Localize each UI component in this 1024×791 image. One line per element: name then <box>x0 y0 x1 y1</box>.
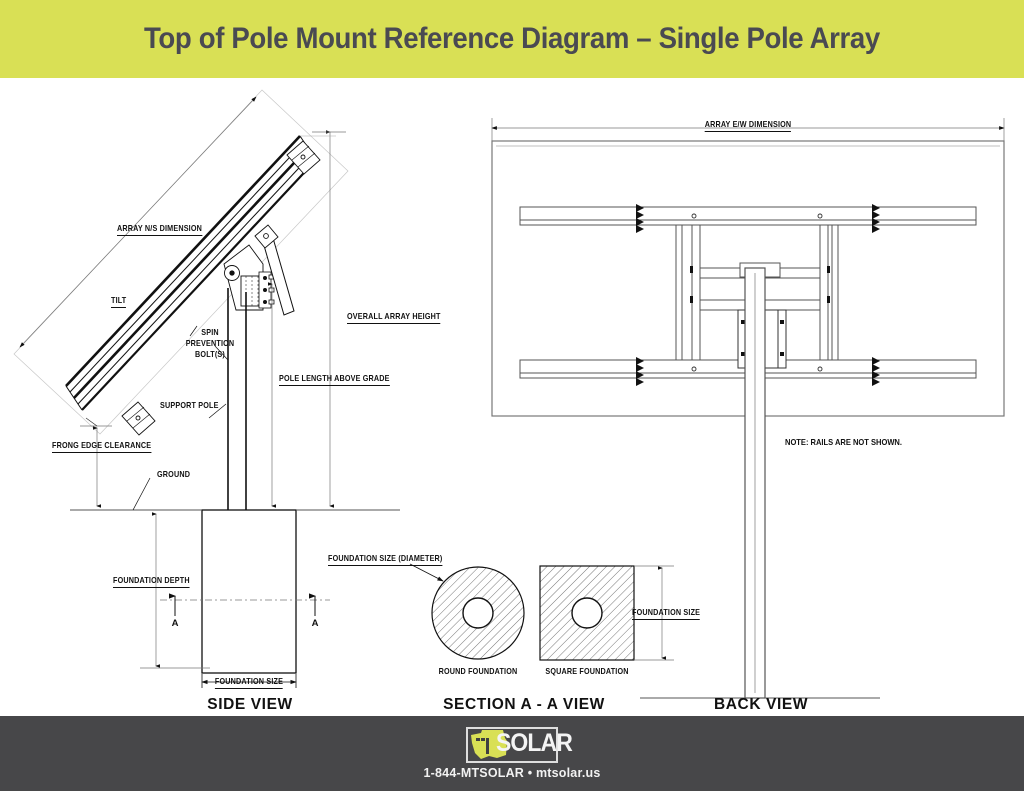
label-front-edge-clearance: FRONG EDGE CLEARANCE <box>52 441 152 453</box>
technical-drawing <box>13 89 1005 699</box>
montana-state-outline-icon <box>471 730 507 759</box>
logo-frame <box>466 727 558 763</box>
page-header: Top of Pole Mount Reference Diagram – Si… <box>0 0 1024 78</box>
view-label-side: SIDE VIEW <box>207 696 293 713</box>
logo-wordmark: SOLAR <box>496 729 573 757</box>
label-foundation-size-diameter: FOUNDATION SIZE (DIAMETER) <box>328 554 443 566</box>
label-spin-prevention-line2: PREVENTION <box>185 339 235 348</box>
label-overall-array-height: OVERALL ARRAY HEIGHT <box>347 312 441 324</box>
label-array-ns-dimension: ARRAY N/S DIMENSION <box>117 224 203 236</box>
back-view-group <box>491 118 1005 699</box>
footer-contact: 1-844-MTSOLAR • mtsolar.us <box>423 766 601 780</box>
drawing-canvas: ARRAY N/S DIMENSION TILT SPIN PREVENTION… <box>0 78 1024 716</box>
label-square-foundation: SQUARE FOUNDATION <box>545 667 629 676</box>
label-tilt: TILT <box>111 296 127 308</box>
clamp-stack <box>872 357 880 386</box>
label-support-pole: SUPPORT POLE <box>160 401 219 410</box>
section-mark-right: A <box>311 618 319 629</box>
label-spin-prevention-line1: SPIN <box>201 328 219 337</box>
clamp-stack <box>872 204 880 233</box>
clamp-stack <box>636 357 644 386</box>
note-rails-not-shown: NOTE: RAILS ARE NOT SHOWN. <box>785 437 902 447</box>
page-footer: SOLAR 1-844-MTSOLAR • mtsolar.us <box>0 716 1024 791</box>
mtsolar-logo: SOLAR <box>466 727 573 763</box>
label-ground: GROUND <box>157 470 191 479</box>
label-pole-length-above-grade: POLE LENGTH ABOVE GRADE <box>279 374 390 386</box>
label-round-foundation: ROUND FOUNDATION <box>438 667 518 676</box>
label-foundation-size-section: FOUNDATION SIZE <box>632 608 701 620</box>
label-array-ew-dimension: ARRAY E/W DIMENSION <box>704 120 792 132</box>
section-mark-left: A <box>171 618 179 629</box>
clamp-stack <box>636 204 644 233</box>
label-spin-prevention-line3: BOLT(S) <box>195 350 225 359</box>
view-label-section: SECTION A - A VIEW <box>443 696 605 713</box>
view-label-back: BACK VIEW <box>713 696 809 713</box>
section-aa-group <box>409 563 674 661</box>
label-foundation-depth: FOUNDATION DEPTH <box>113 576 190 588</box>
label-foundation-size-side: FOUNDATION SIZE <box>214 677 284 689</box>
page-title: Top of Pole Mount Reference Diagram – Si… <box>144 22 880 55</box>
side-view-group <box>13 89 400 688</box>
